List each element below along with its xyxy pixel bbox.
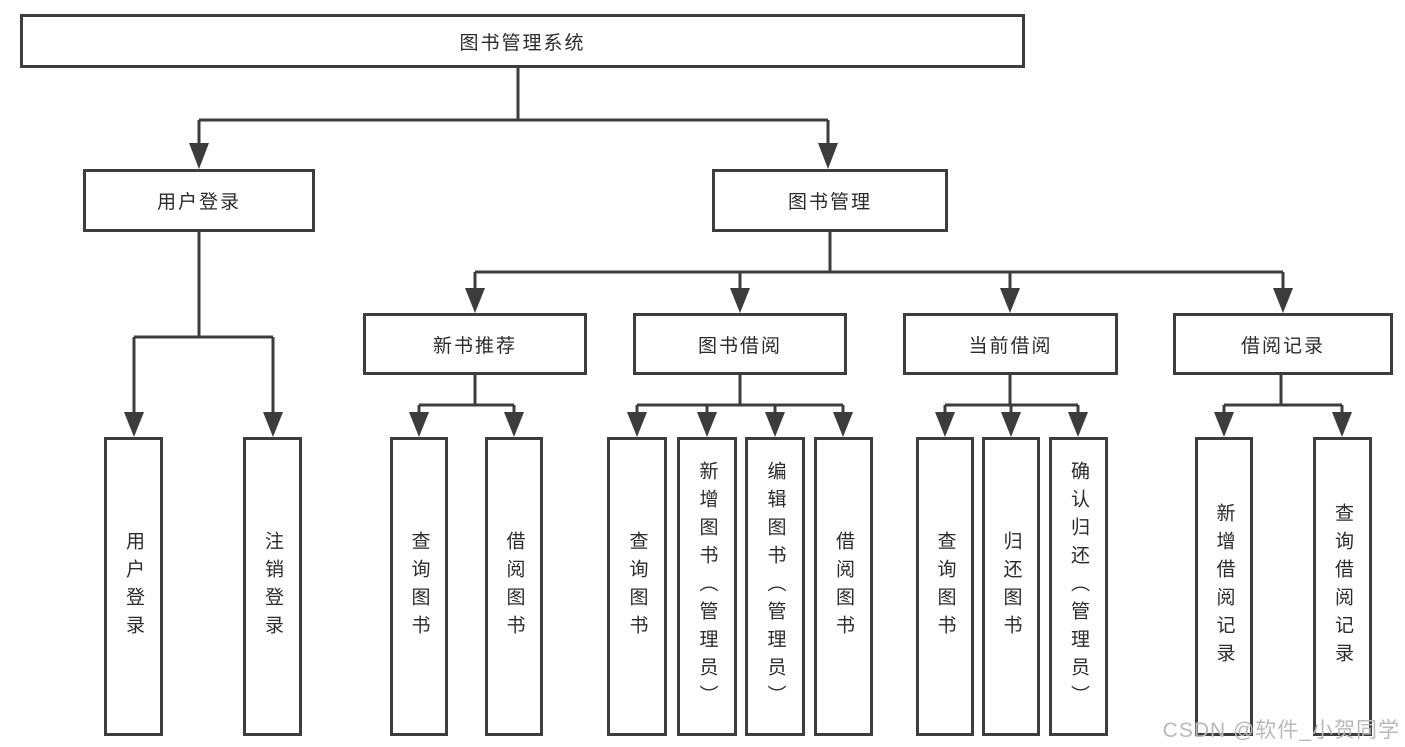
leaf-current-confirm-return-label: 确认归还（管理员）	[1068, 460, 1089, 713]
leaf-current-return: 归还图书	[982, 437, 1040, 736]
leaf-logout: 注销登录	[243, 437, 302, 736]
leaf-newbooks-borrow: 借阅图书	[485, 437, 543, 736]
node-root-label: 图书管理系统	[459, 32, 586, 54]
leaf-newbooks-query: 查询图书	[390, 437, 448, 736]
node-book-borrow: 图书借阅	[633, 313, 847, 375]
connector-path	[132, 68, 1344, 413]
leaf-current-confirm-return: 确认归还（管理员）	[1049, 437, 1108, 736]
node-new-book-recommend: 新书推荐	[363, 313, 587, 375]
leaf-records-query: 查询借阅记录	[1313, 437, 1372, 736]
leaf-borrow-borrow-book: 借阅图书	[814, 437, 873, 736]
leaf-borrow-add-book-label: 新增图书（管理员）	[696, 460, 718, 713]
leaf-user-login-label: 用户登录	[123, 530, 144, 643]
node-current-borrow-label: 当前借阅	[968, 335, 1053, 357]
node-new-book-recommend-label: 新书推荐	[432, 335, 517, 357]
leaf-borrow-borrow-book-label: 借阅图书	[833, 530, 854, 643]
node-root: 图书管理系统	[20, 14, 1025, 68]
leaf-borrow-edit-book: 编辑图书（管理员）	[745, 437, 805, 736]
leaf-user-login: 用户登录	[104, 437, 163, 736]
leaf-current-query: 查询图书	[916, 437, 974, 736]
node-book-management: 图书管理	[712, 169, 948, 232]
leaf-records-add-label: 新增借阅记录	[1213, 502, 1235, 671]
node-user-login-label: 用户登录	[156, 192, 241, 213]
leaf-borrow-edit-book-label: 编辑图书（管理员）	[764, 460, 786, 713]
leaf-newbooks-borrow-label: 借阅图书	[503, 530, 525, 643]
node-current-borrow: 当前借阅	[903, 313, 1118, 375]
leaf-borrow-add-book: 新增图书（管理员）	[677, 437, 737, 736]
node-borrow-records-label: 借阅记录	[1240, 335, 1325, 357]
leaf-logout-label: 注销登录	[262, 530, 283, 643]
leaf-borrow-query: 查询图书	[607, 437, 667, 736]
csdn-watermark: CSDN @软件_小贺同学	[1162, 719, 1400, 742]
node-borrow-records: 借阅记录	[1173, 313, 1393, 375]
node-book-borrow-label: 图书借阅	[697, 335, 782, 357]
leaf-newbooks-query-label: 查询图书	[408, 530, 430, 643]
node-book-management-label: 图书管理	[787, 192, 872, 213]
node-user-login: 用户登录	[83, 169, 315, 232]
leaf-records-query-label: 查询借阅记录	[1332, 502, 1353, 671]
leaf-records-add: 新增借阅记录	[1195, 437, 1253, 736]
leaf-current-return-label: 归还图书	[1000, 530, 1022, 643]
arrowhead-icons	[124, 143, 1352, 437]
leaf-current-query-label: 查询图书	[934, 530, 956, 643]
leaf-borrow-query-label: 查询图书	[626, 530, 648, 643]
